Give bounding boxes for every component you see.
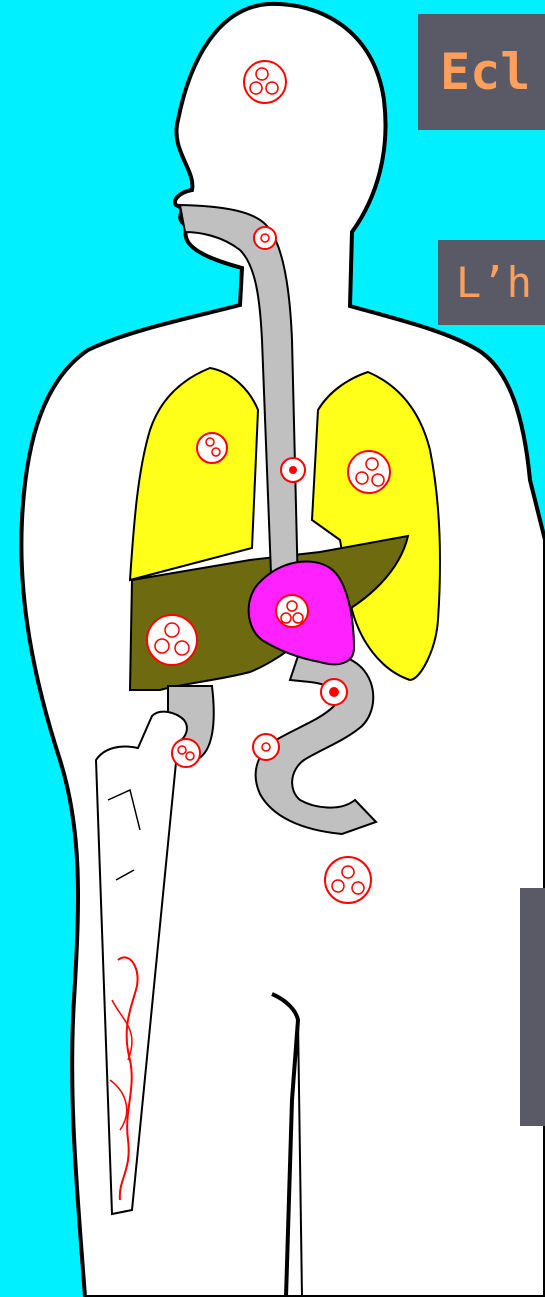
cyst-throat	[254, 227, 276, 249]
cyst-duodenum	[321, 679, 347, 705]
cyst-abdomen	[325, 857, 371, 903]
cyst-intestine	[253, 734, 279, 760]
cyst-right-lung	[348, 451, 390, 493]
cyst-stomach	[276, 595, 308, 627]
cyst-brain	[244, 61, 286, 103]
subtitle-label: L’h	[438, 240, 545, 325]
info-panel	[520, 888, 545, 1126]
cyst-liver	[147, 615, 197, 665]
cyst-left-lung	[197, 433, 227, 463]
title-label: Ecl	[418, 14, 545, 130]
cyst-esophagus	[281, 458, 305, 482]
cyst-gallbladder	[172, 739, 200, 767]
